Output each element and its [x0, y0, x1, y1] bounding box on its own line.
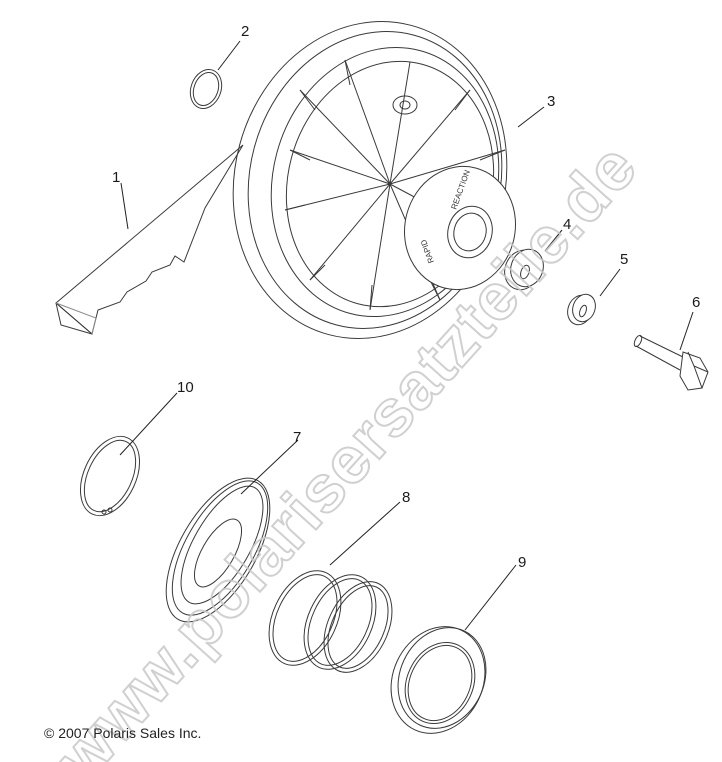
callout-7: 7 [293, 429, 302, 446]
leader-lines [119, 40, 694, 631]
snap-ring-part-10 [79, 435, 141, 517]
spring-cup-part-7 [165, 477, 271, 623]
callout-5: 5 [620, 251, 629, 268]
ring-part-2 [189, 69, 223, 109]
copyright-text: © 2007 Polaris Sales Inc. [44, 725, 202, 741]
callout-2: 2 [241, 23, 250, 40]
bolt-part-6 [633, 334, 709, 391]
washer-part-5 [567, 293, 596, 326]
drive-belt-part [55, 144, 244, 335]
callout-9: 9 [518, 554, 527, 571]
washer-part-4 [504, 248, 544, 291]
callout-1: 1 [112, 169, 121, 186]
callout-4: 4 [563, 216, 572, 233]
callout-10: 10 [177, 379, 194, 396]
spring-part-8 [268, 570, 393, 673]
driven-clutch-part: REACTION RAPID [232, 21, 516, 339]
callout-3: 3 [547, 93, 556, 110]
callout-6: 6 [692, 294, 701, 311]
cover-part-9 [390, 626, 487, 734]
callout-8: 8 [402, 489, 411, 506]
